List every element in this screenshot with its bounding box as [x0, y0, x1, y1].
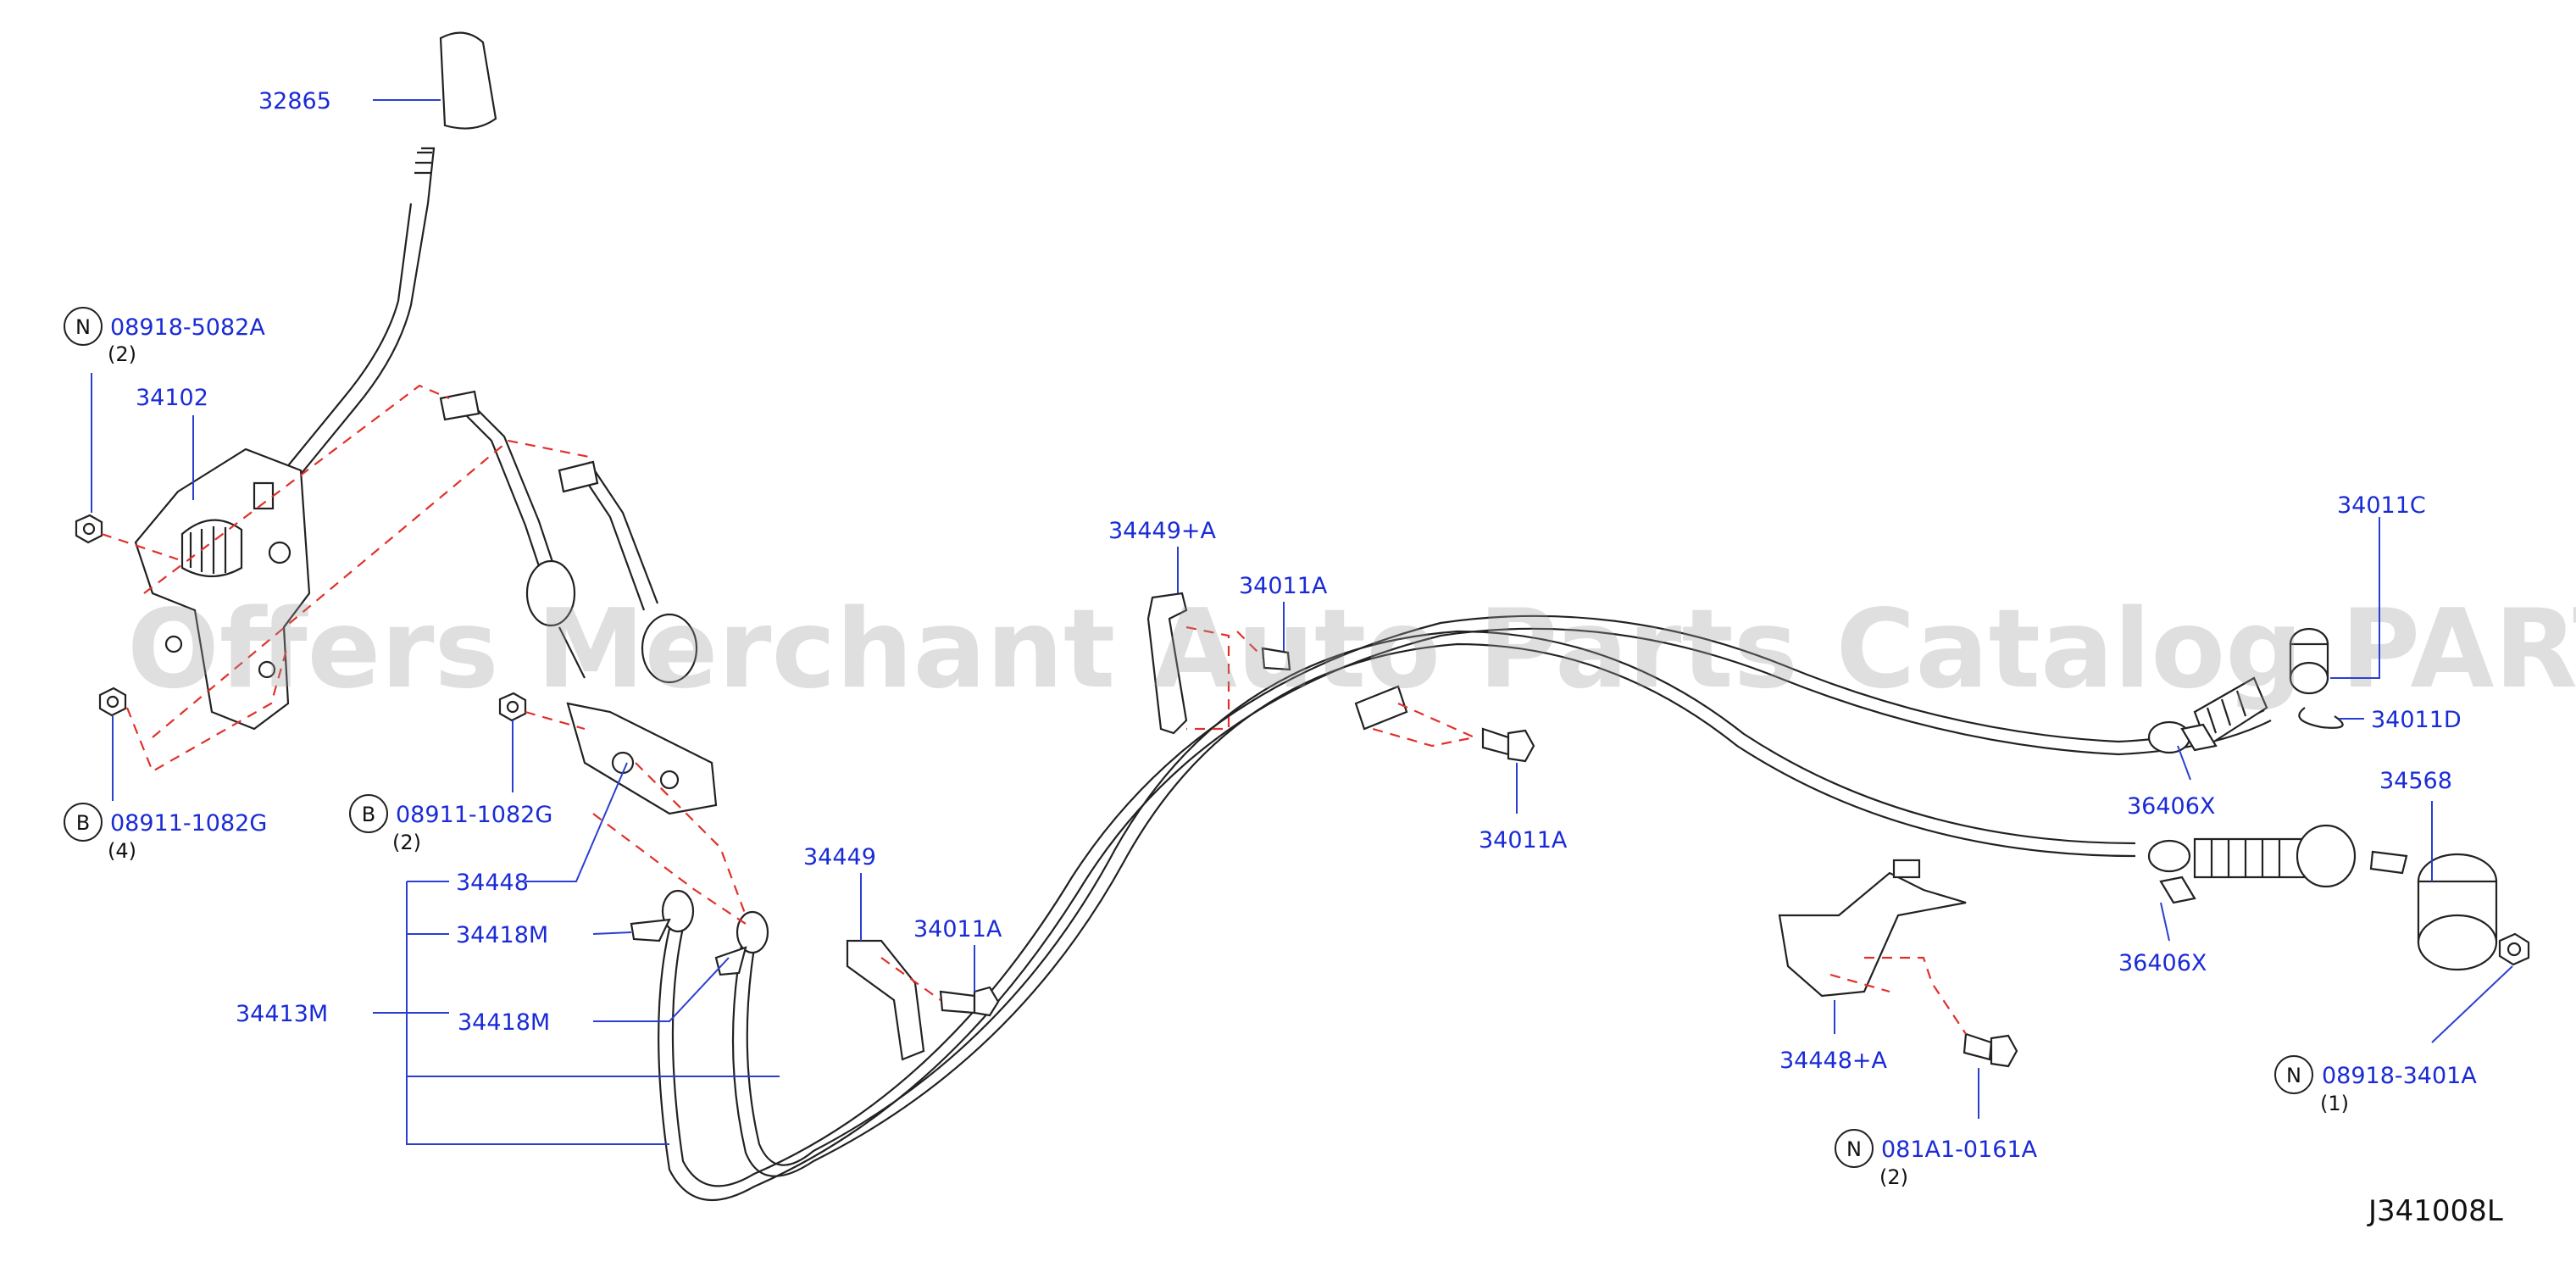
label-34011a-top: 34011A [1239, 573, 1328, 599]
shift-knob-shape [439, 31, 497, 130]
label-34418m-1: 34418M [456, 922, 548, 948]
qty-08918-3401a: (1) [2320, 1092, 2349, 1115]
shifter-housing [134, 448, 311, 731]
label-34449: 34449 [803, 844, 876, 870]
label-36406x-2: 36406X [2118, 950, 2207, 976]
bracket-34448 [566, 702, 718, 815]
label-34418m-2: 34418M [458, 1009, 550, 1036]
b-marker-1 [64, 803, 103, 842]
cable-b-edge [746, 630, 2136, 1166]
label-08911-1082g-mid: 08911-1082G [396, 802, 552, 828]
label-34568: 34568 [2379, 768, 2452, 794]
label-34413m: 34413M [236, 1001, 328, 1027]
n-marker-2 [1835, 1129, 1874, 1168]
b-marker-2 [349, 794, 388, 833]
label-34449a: 34449+A [1108, 518, 1217, 544]
bracket-34448a [1778, 871, 1967, 998]
watermark-text: Offers Merchant Auto Parts Catalog PARTS… [127, 587, 2576, 713]
label-36406x-1: 36406X [2127, 793, 2215, 820]
shifter-spring [180, 519, 243, 577]
cable-a [658, 627, 2272, 1202]
cable-a-edge [671, 614, 2265, 1187]
label-081a1-0161a: 081A1-0161A [1881, 1137, 2038, 1163]
n-marker-2-text: N [1846, 1137, 1862, 1161]
label-34011a-mid: 34011A [1479, 827, 1568, 853]
leader-lines [91, 99, 2513, 1145]
qty-08918-5082a: (2) [108, 342, 136, 366]
cable-b [731, 642, 2136, 1177]
dashed-links [101, 384, 1967, 1035]
label-08918-5082a: 08918-5082A [110, 314, 265, 341]
n-marker-3-text: N [2286, 1064, 2301, 1087]
bracket-34449a [1146, 592, 1188, 735]
qty-08911-1082g-left: (4) [108, 839, 136, 863]
label-32865: 32865 [258, 88, 331, 114]
callouts: 32865 N 08918-5082A (2) 34102 B 08911-10… [64, 88, 2503, 1228]
shift-lever-rod [279, 147, 436, 501]
label-34011c: 34011C [2337, 492, 2426, 519]
b-marker-2-text: B [362, 803, 375, 826]
label-34448a: 34448+A [1779, 1048, 1888, 1074]
n-marker-3 [2274, 1055, 2313, 1094]
line-art [75, 31, 2530, 1202]
diagram-reference-code: J341008L [2367, 1194, 2503, 1228]
label-34011d: 34011D [2371, 707, 2462, 733]
b-marker-1-text: B [76, 811, 90, 835]
shift-lever-rod-edge [266, 203, 413, 492]
label-34102: 34102 [136, 385, 208, 411]
label-34011a-low: 34011A [913, 916, 1002, 942]
qty-081a1-0161a: (2) [1879, 1165, 1908, 1189]
label-08918-3401a: 08918-3401A [2322, 1063, 2477, 1089]
n-marker-1-text: N [75, 315, 91, 339]
label-08911-1082g-left: 08911-1082G [110, 810, 267, 837]
qty-08911-1082g-mid: (2) [392, 831, 421, 854]
n-marker-1 [64, 307, 103, 346]
label-34448: 34448 [456, 870, 529, 896]
bracket-34449 [846, 939, 925, 1061]
